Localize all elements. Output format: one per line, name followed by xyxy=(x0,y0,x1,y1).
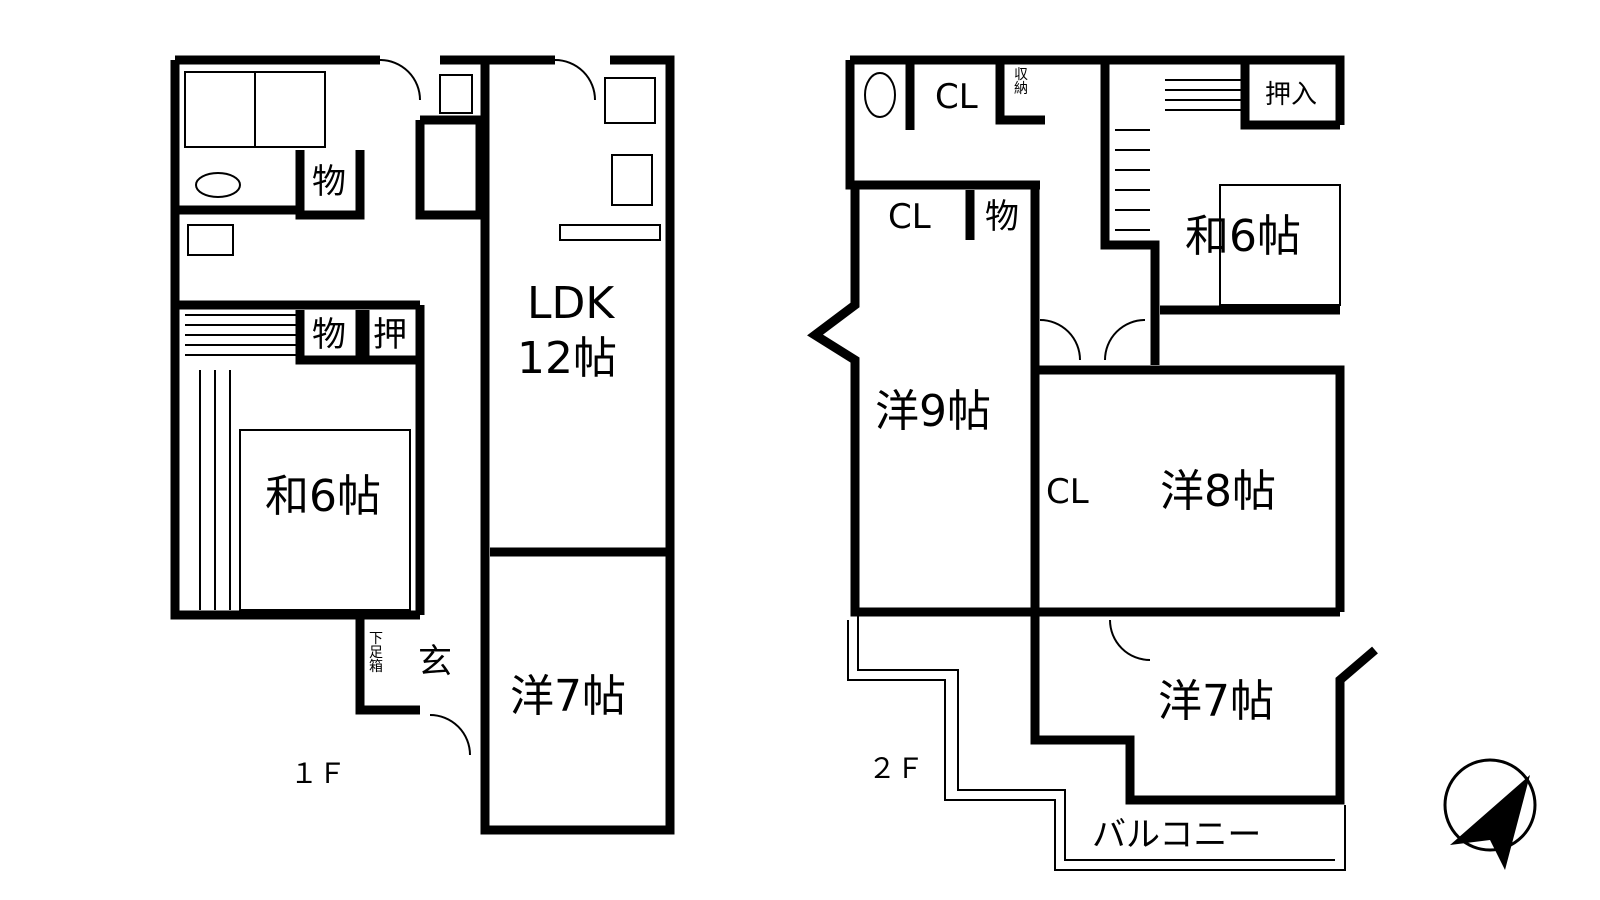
room-washitsu-2f: 和6帖 xyxy=(1185,211,1301,262)
room-ldk-label: LDK xyxy=(527,278,615,329)
room-yo7-2f: 洋7帖 xyxy=(1158,676,1274,727)
north-arrow-icon xyxy=(1443,758,1537,870)
room-yo9: 洋9帖 xyxy=(875,386,991,437)
room-ldk-size: 12帖 xyxy=(517,333,617,384)
closet-2f-mid: CL xyxy=(1046,472,1089,512)
floor2-fixtures xyxy=(847,72,1346,871)
floor1-label: １Ｆ xyxy=(290,757,347,790)
shuno-2f: 収納 xyxy=(1014,67,1028,97)
oshiire-1f: 押 xyxy=(373,315,407,355)
floor2-walls xyxy=(807,55,1378,805)
room-washitsu-1f: 和6帖 xyxy=(265,471,381,522)
shoe-box: 下足箱 xyxy=(369,631,383,675)
balcony-label: バルコニー xyxy=(1092,815,1262,855)
room-yoshitsu-1f: 洋7帖 xyxy=(510,671,626,722)
floor2-label: ２Ｆ xyxy=(868,752,925,785)
closet-2f-top: CL xyxy=(935,77,978,117)
room-yo8: 洋8帖 xyxy=(1160,466,1276,517)
storage-2f: 物 xyxy=(985,197,1019,237)
closet-2f-left: CL xyxy=(888,197,931,237)
floor1-fixtures xyxy=(184,59,661,756)
room-genkan: 玄 xyxy=(418,642,452,682)
storage-1f-top: 物 xyxy=(312,162,346,202)
oshiire-2f: 押入 xyxy=(1265,80,1318,110)
storage-1f-mid: 物 xyxy=(312,315,346,355)
